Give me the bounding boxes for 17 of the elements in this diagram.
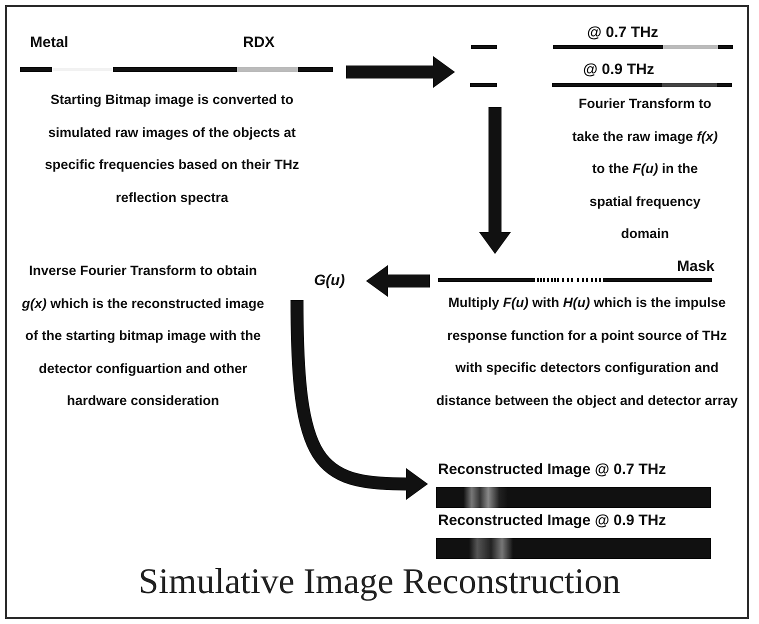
frequency-label: @ 0.9 THz [583,61,654,78]
frequency-label: @ 0.7 THz [587,24,658,41]
mask-label: Mask [677,258,715,275]
image-caption: Reconstructed Image @ 0.9 THz [438,512,666,529]
arrow [479,107,511,254]
image-caption: Reconstructed Image @ 0.7 THz [438,461,666,478]
description-text: Starting Bitmap image is converted to simulated raw images of the objects at specific frequencies based on their THz reflection spectra [44,91,300,207]
material-label: Metal [30,34,68,51]
diagram-title: Simulative Image Reconstruction [138,560,622,602]
description-text: Fourier Transform to take the raw image f(x) to the F(u) in the spatial frequency domain [571,95,719,243]
description-text: Inverse Fourier Transform to obtain g(x) which is the reconstructed image of the starting bitmap image with the detector configuartion and other hardware consideration [20,262,266,410]
description-text: Multiply F(u) with H(u) which is the impulse response function for a point source of THz with specific detectors configuration and distance between the object and detector array [435,294,739,410]
arrow [346,56,455,88]
arrow [366,265,430,297]
function-label: G(u) [312,270,362,292]
arrow [290,300,428,500]
material-label: RDX [243,34,275,51]
